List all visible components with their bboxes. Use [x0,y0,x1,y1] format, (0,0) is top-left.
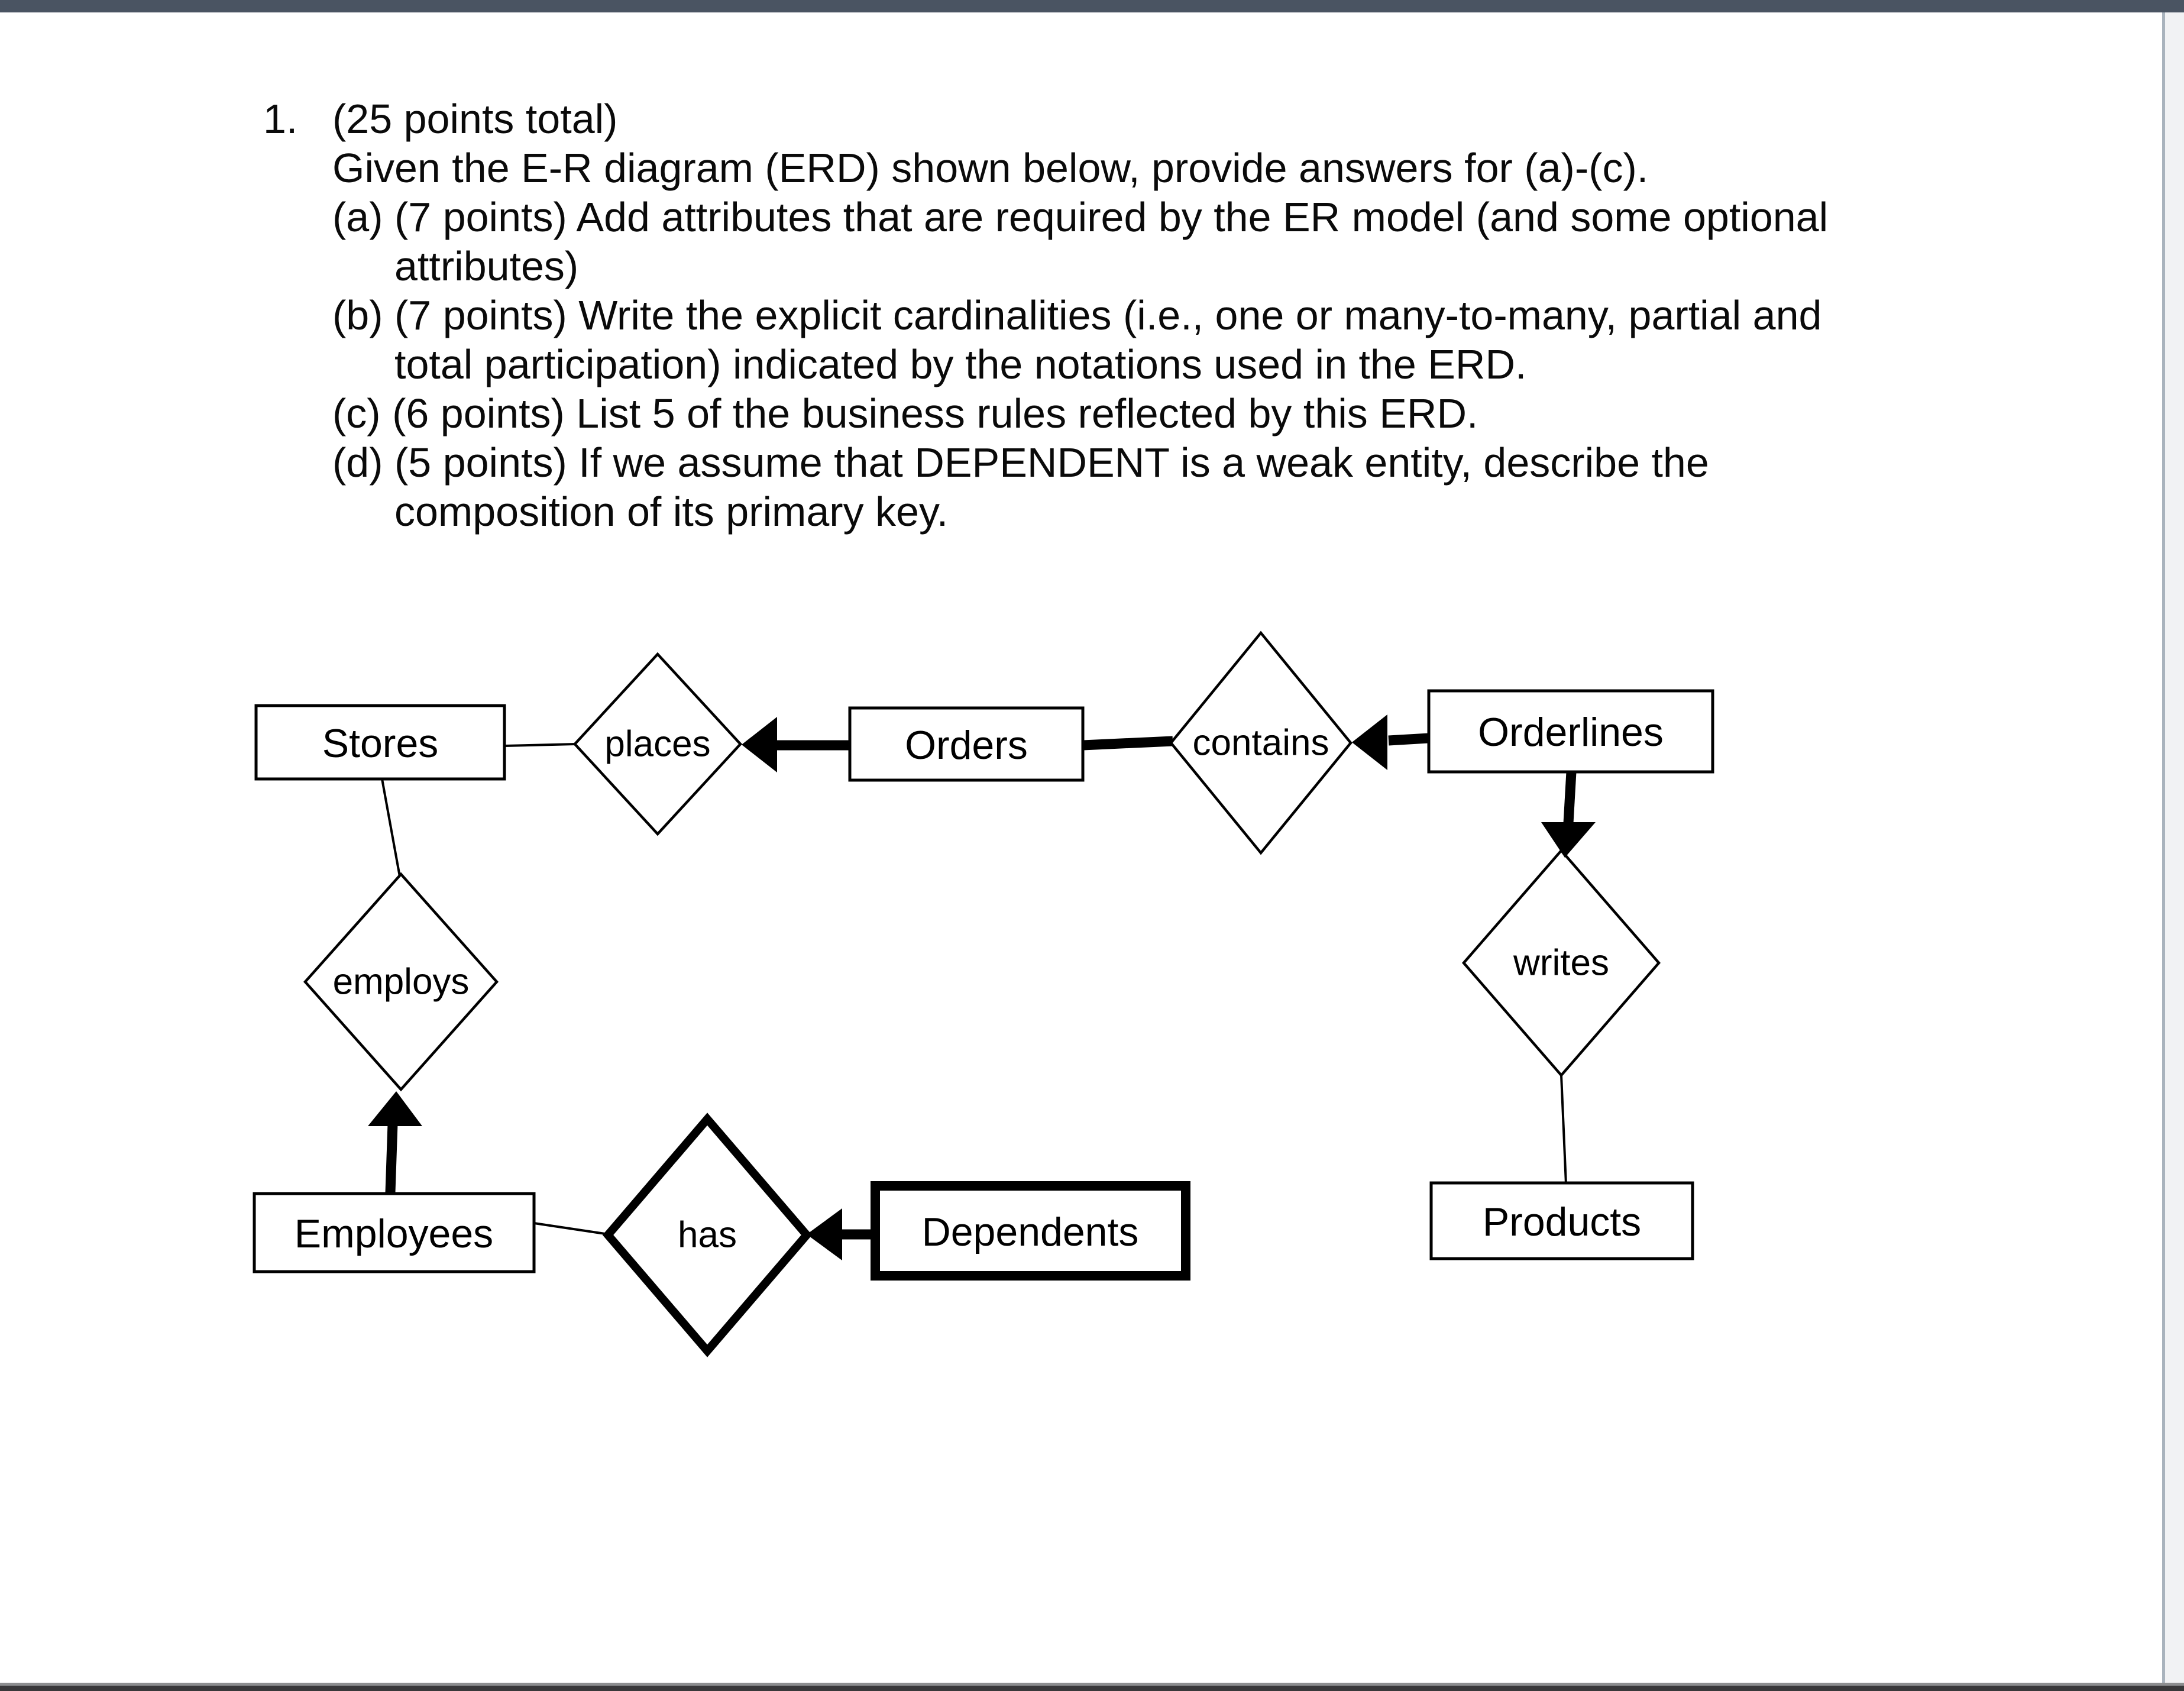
relationship-has: has [602,1113,813,1357]
entity-dependents-label: Dependents [922,1210,1139,1254]
relationship-places-label: places [604,724,710,765]
connector-writes-products [1560,1075,1567,1185]
connector-orderlines-contains [1352,714,1429,770]
question-line: Given the E-R diagram (ERD) shown below,… [332,145,1649,191]
connector-dependents-has [807,1208,874,1260]
connector-orders-places [742,717,850,772]
relationship-employs: employs [303,872,499,1092]
window-bottom-bar [0,1686,2184,1691]
relationship-writes-label: writes [1513,943,1609,984]
entity-products-label: Products [1483,1199,1641,1244]
connector-employees-employs [368,1091,422,1193]
entity-orderlines: Orderlines [1427,689,1714,774]
entity-employees: Employees [253,1192,536,1273]
relationship-has-label: has [678,1215,737,1256]
question-line: (25 points total) [332,96,618,142]
arrowhead-left-icon [807,1208,842,1260]
entity-employees-label: Employees [295,1211,493,1256]
connector-orders-contains [1082,736,1173,751]
arrowhead-up-icon [368,1091,422,1126]
entity-stores-label: Stores [322,721,439,766]
question-line: attributes) [394,243,579,289]
question-line: composition of its primary key. [394,489,949,535]
entity-orders-label: Orders [905,723,1028,768]
relationship-contains: contains [1169,631,1353,855]
relationship-places: places [572,652,743,836]
scrollbar-track[interactable] [2162,12,2184,1683]
arrowhead-left-icon [1352,714,1387,770]
arrowhead-down-icon [1541,822,1596,858]
entity-dependents: Dependents [871,1181,1190,1281]
connector-employees-has [533,1222,610,1236]
question-block: 1. (25 points total) Given the E-R diagr… [263,95,1828,536]
question-line: total participation) indicated by the no… [394,341,1527,387]
bottom-divider [0,1683,2184,1686]
entity-orders: Orders [848,706,1085,782]
question-number: 1. [263,96,298,142]
relationship-employs-label: employs [333,962,470,1003]
connector-stores-places [504,743,577,747]
entity-stores: Stores [254,704,506,781]
question-line: (b) (7 points) Write the explicit cardin… [332,292,1822,338]
question-line: (a) (7 points) Add attributes that are r… [332,194,1829,240]
entity-orderlines-label: Orderlines [1478,710,1664,755]
question-line: (c) (6 points) List 5 of the business ru… [332,390,1478,437]
arrowhead-left-icon [742,717,777,772]
entity-products: Products [1429,1181,1694,1260]
question-line: (d) (5 points) If we assume that DEPENDE… [332,439,1709,486]
question-lines: (25 points total) Given the E-R diagram … [332,95,1828,536]
window-top-bar [0,0,2184,12]
connector-orderlines-writes [1541,771,1596,858]
relationship-writes: writes [1462,848,1661,1078]
relationship-contains-label: contains [1193,723,1329,764]
connector-stores-employs [381,778,401,877]
